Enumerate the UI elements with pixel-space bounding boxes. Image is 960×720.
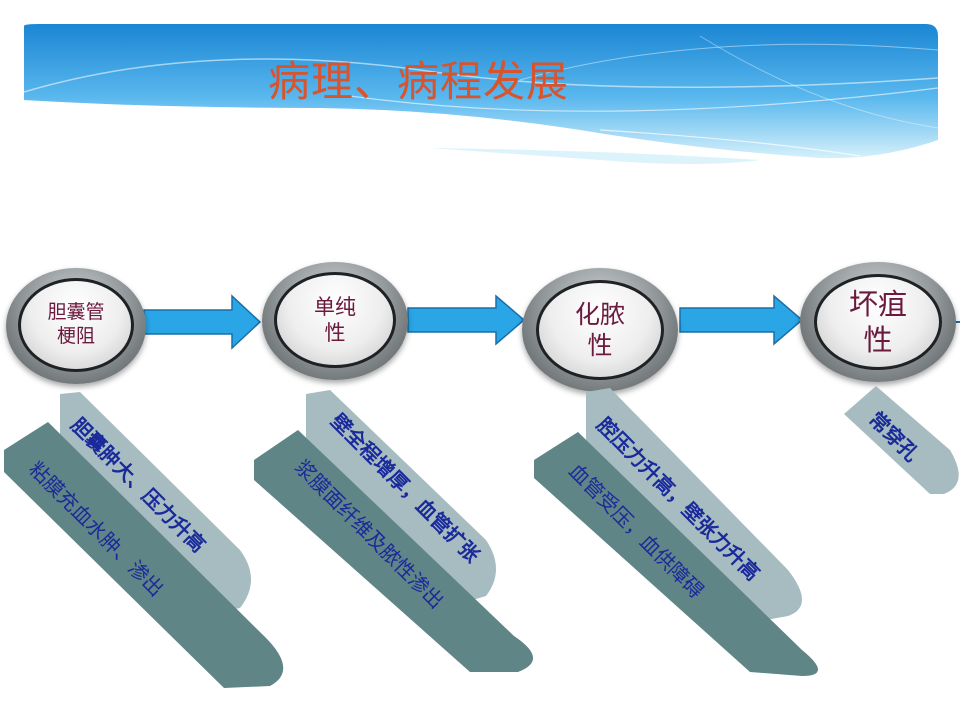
stage-label: 单纯 — [314, 294, 356, 319]
stage-label: 性 — [324, 321, 346, 345]
flow-arrow-2 — [407, 294, 526, 346]
page-title: 病理、病程发展 — [268, 57, 570, 106]
detail-panel-2 — [254, 390, 534, 672]
detail-panel-4 — [844, 386, 959, 494]
stage-label: 化脓 — [574, 299, 625, 329]
stage-node-obstruction: 胆囊管梗阻 — [6, 268, 146, 384]
stage-label: 性 — [863, 323, 893, 357]
stage-label: 梗阻 — [56, 325, 95, 347]
flow-arrow-3 — [679, 294, 804, 346]
stage-node-simple: 单纯性 — [262, 262, 408, 380]
detail-panel-1 — [4, 392, 284, 688]
detail-panel-3 — [534, 388, 818, 676]
stage-node-gangrenous: 坏疽性 — [800, 262, 956, 382]
stage-label: 性 — [587, 331, 613, 360]
stage-node-suppurative: 化脓性 — [522, 268, 678, 392]
stage-label: 坏疽 — [848, 286, 907, 321]
flow-arrow-1 — [143, 294, 262, 350]
stage-label: 胆囊管 — [47, 301, 105, 324]
